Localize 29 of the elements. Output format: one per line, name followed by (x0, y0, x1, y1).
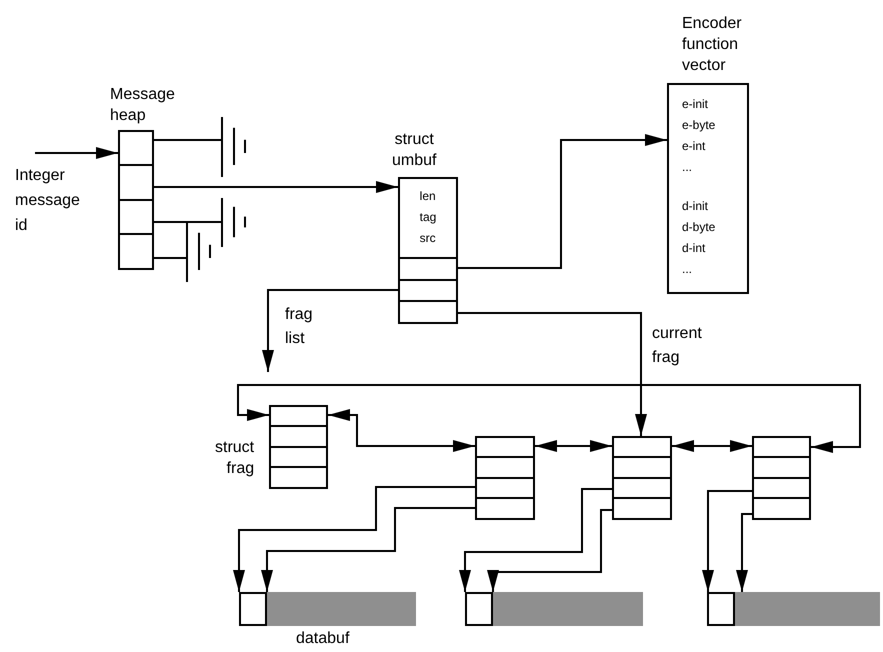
connector-arrow (328, 409, 475, 452)
connector-arrow (702, 490, 752, 592)
node-heading: databuf (296, 629, 350, 649)
connector-arrow (237, 384, 861, 453)
connector-arrow (233, 486, 475, 592)
connector-arrow (672, 440, 752, 452)
connector-arrow (458, 312, 647, 436)
connector-arrow (535, 440, 612, 452)
node-heading: Encoder function vector (682, 14, 742, 76)
node-heading: Message heap (110, 85, 175, 126)
connector-arrow (736, 513, 752, 592)
frag-record (752, 436, 811, 520)
frag-record (475, 436, 535, 520)
connector-arrow (487, 509, 612, 592)
function-list: e-init e-byte e-int ... (682, 94, 716, 178)
input-label: Integer message id (15, 166, 80, 236)
connector-arrow (261, 507, 475, 592)
data-buffer (465, 592, 643, 626)
connector-arrow (262, 289, 398, 372)
node-heading: struct frag (215, 438, 254, 479)
node-heading: struct umbuf (392, 130, 436, 171)
function-list: d-init d-byte d-int ... (682, 196, 716, 280)
data-buffer (707, 592, 880, 626)
connector-arrow (35, 147, 118, 159)
frag-record (612, 436, 672, 520)
connector-arrow (458, 134, 667, 269)
connector-arrow (459, 488, 612, 592)
field-list: len tag src (420, 186, 436, 249)
connector-arrow (154, 181, 398, 193)
